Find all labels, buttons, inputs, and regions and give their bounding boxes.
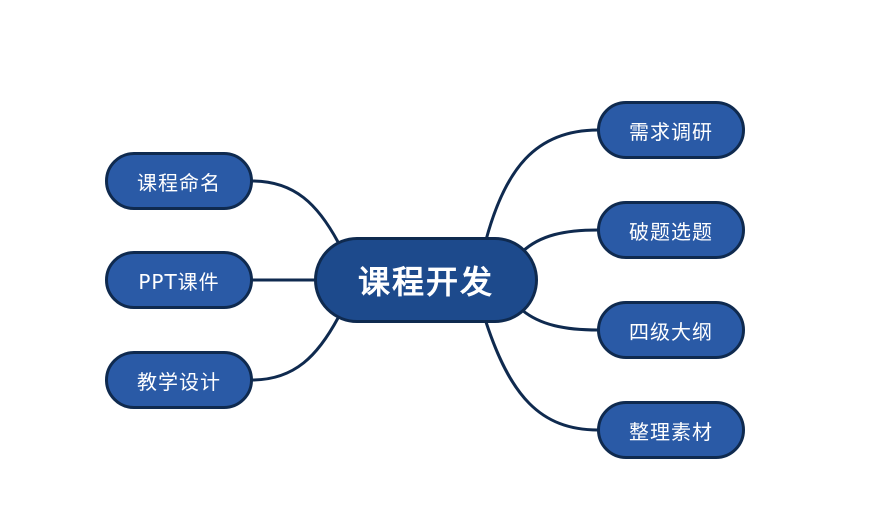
connector-left-3 xyxy=(250,316,340,382)
node-topic-selection[interactable]: 破题选题 xyxy=(597,201,745,259)
connector-left-1 xyxy=(250,179,340,244)
node-label: 需求调研 xyxy=(629,119,713,144)
node-needs-research[interactable]: 需求调研 xyxy=(597,101,745,159)
connector-right-4 xyxy=(484,320,600,432)
node-label: 四级大纲 xyxy=(629,319,713,344)
node-organize-materials[interactable]: 整理素材 xyxy=(597,401,745,459)
node-four-level-outline[interactable]: 四级大纲 xyxy=(597,301,745,359)
connector-right-1 xyxy=(484,128,600,242)
node-course-naming[interactable]: 课程命名 xyxy=(105,152,253,210)
connector-right-2 xyxy=(520,228,600,254)
node-label: 课程命名 xyxy=(137,170,221,195)
node-center-course-development[interactable]: 课程开发 xyxy=(314,237,538,323)
node-ppt-courseware[interactable]: PPT课件 xyxy=(105,251,253,309)
connector-right-3 xyxy=(520,308,600,332)
node-label: PPT课件 xyxy=(138,269,220,294)
node-teaching-design[interactable]: 教学设计 xyxy=(105,351,253,409)
node-label: 整理素材 xyxy=(629,419,713,444)
center-label: 课程开发 xyxy=(357,263,494,301)
node-label: 破题选题 xyxy=(629,219,713,244)
node-label: 教学设计 xyxy=(137,369,221,394)
